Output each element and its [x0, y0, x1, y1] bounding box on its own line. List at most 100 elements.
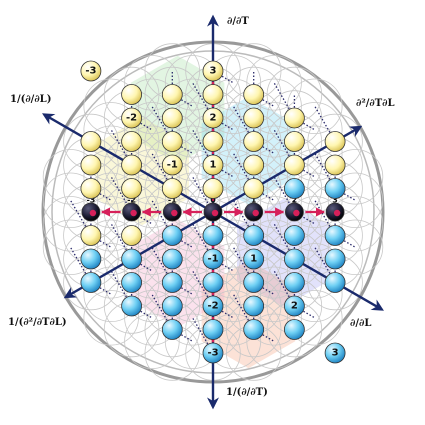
lattice-node: [202, 225, 224, 246]
lattice-node: [80, 225, 102, 246]
node-label: 1: [250, 254, 257, 265]
flower-circle: [327, 172, 384, 228]
lattice-node: [121, 131, 143, 152]
node-marker: [211, 209, 219, 217]
lattice-node: [121, 248, 143, 270]
node-marker: [333, 209, 341, 217]
node-label: -3: [85, 66, 96, 77]
lattice-node: [121, 84, 143, 105]
lattice-node: [243, 225, 265, 246]
lattice-node: [161, 225, 183, 246]
axis-label-tl-pos: ∂²/∂T∂L: [356, 98, 395, 109]
node-marker: [293, 209, 300, 217]
lattice-node: [161, 295, 183, 317]
node-label: -3: [86, 196, 95, 205]
lattice-node: [161, 248, 183, 270]
lattice-node: [202, 272, 224, 293]
node-label: -2: [207, 301, 218, 312]
lattice-node: [283, 319, 305, 340]
axis-label-t-neg: 1/(∂/∂T): [226, 387, 268, 398]
t-axis-node: [202, 295, 224, 317]
lattice-node: [324, 178, 346, 199]
lattice-node: [324, 131, 346, 152]
lattice-node: [161, 84, 183, 105]
lattice-node: [121, 178, 143, 199]
lattice-node: [283, 178, 305, 199]
lattice-node: [202, 178, 224, 199]
node-label: 1: [210, 160, 217, 171]
lattice-node: [243, 272, 265, 293]
flower-circle: [287, 290, 343, 346]
flower-circle: [287, 78, 343, 134]
lattice-node: [324, 272, 346, 293]
lattice-node: [283, 107, 305, 129]
node-label: 2: [291, 301, 298, 312]
lattice-node: [243, 154, 265, 176]
lattice-node: [80, 154, 102, 176]
lattice-node: [80, 272, 102, 293]
flower-circle: [287, 266, 343, 322]
lattice-node: [161, 178, 183, 199]
lattice-node: [243, 178, 265, 199]
lattice-node: [121, 295, 143, 317]
node-label: 3: [210, 66, 217, 77]
axis-label-t-pos: ∂/∂T: [227, 16, 249, 27]
t-axis-node: [202, 107, 224, 129]
node-label: 3: [332, 348, 339, 359]
lattice-node: [243, 107, 265, 129]
node-label: 3: [332, 196, 338, 205]
node-marker: [89, 209, 97, 217]
lattice-node: [324, 225, 346, 246]
lattice-node: [283, 272, 305, 293]
lattice-node: [202, 131, 224, 152]
node-marker: [130, 209, 137, 217]
lattice-node: [283, 131, 305, 152]
node-label: 1: [251, 196, 257, 205]
flower-circle: [327, 149, 384, 205]
lattice-node: [80, 178, 102, 199]
lattice-node: [80, 248, 102, 270]
lattice-node: [243, 295, 265, 317]
lattice-node: [243, 131, 265, 152]
axis-label-l-neg: 1/(∂/∂L): [10, 94, 51, 105]
l-axis-neg-node: [121, 107, 143, 129]
l-axis-node: [324, 342, 346, 364]
lattice-node: [80, 131, 102, 152]
l-axis-node: [283, 295, 305, 317]
axis-label-tl-neg: 1/(∂²/∂T∂L): [8, 317, 67, 328]
node-marker: [171, 209, 178, 217]
l-axis-neg-node: [161, 154, 183, 176]
node-marker: [252, 209, 259, 217]
lattice-node: [202, 319, 224, 340]
node-label: -1: [168, 196, 177, 205]
l-axis-neg-node: [80, 60, 102, 82]
t-axis-node: [202, 60, 224, 82]
l-axis-node: [243, 248, 265, 270]
lattice-node: [202, 84, 224, 105]
lattice-node: [283, 225, 305, 246]
lattice-node: [243, 319, 265, 340]
lattice-node: [324, 154, 346, 176]
node-label: 2: [292, 196, 298, 205]
lattice-node: [121, 272, 143, 293]
node-label: -3: [207, 348, 218, 359]
axis-label-l-pos: ∂/∂L: [350, 318, 371, 329]
node-label: -2: [126, 113, 137, 124]
node-label: 0: [210, 196, 216, 205]
flower-circle: [327, 196, 384, 252]
t-axis-node: [202, 248, 224, 270]
node-label: 2: [210, 113, 217, 124]
node-label: -1: [167, 160, 178, 171]
flower-circle: [287, 102, 343, 158]
lattice-node: [283, 154, 305, 176]
lattice-node: [161, 107, 183, 129]
lattice-node: [121, 225, 143, 246]
lattice-node: [161, 272, 183, 293]
t-axis-node: [202, 342, 224, 364]
lattice-node: [324, 248, 346, 270]
t-axis-node: [202, 154, 224, 176]
node-label: -1: [207, 254, 218, 265]
lattice-node: [243, 84, 265, 105]
